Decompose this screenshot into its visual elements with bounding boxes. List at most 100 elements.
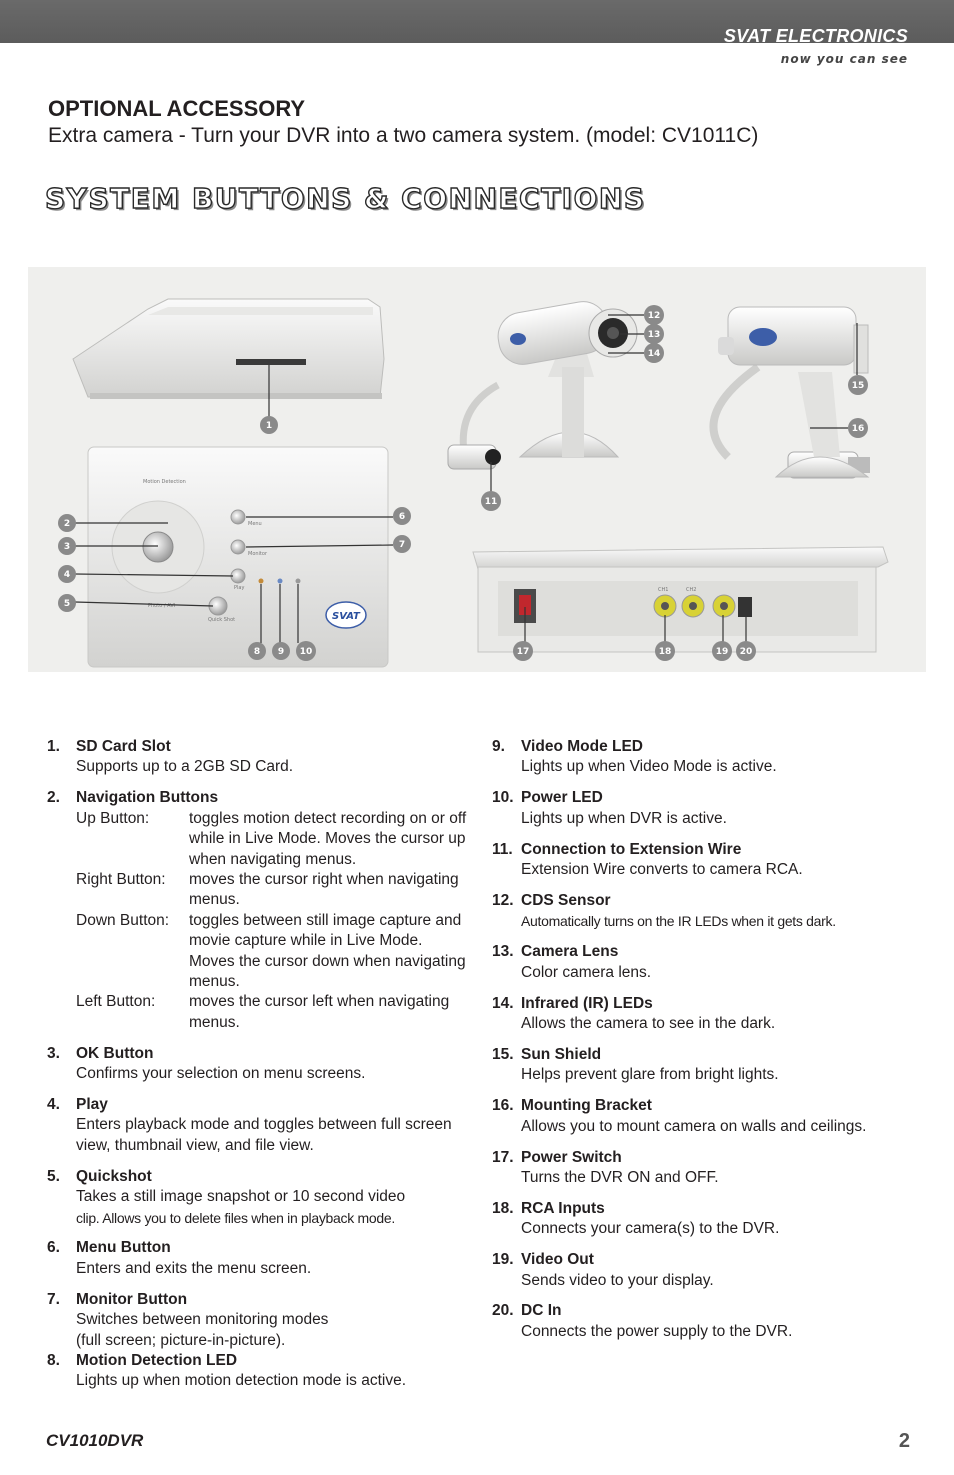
item-title: Menu Button — [76, 1239, 171, 1257]
callout-19: 19 — [716, 647, 729, 657]
item-number: 1. — [47, 738, 60, 755]
nav-row-key: Left Button: — [76, 993, 156, 1011]
callout-number-badges: 1 2 3 4 5 6 7 8 9 10 11 12 13 14 15 16 1… — [58, 305, 868, 661]
item-title: Monitor Button — [76, 1290, 188, 1308]
item-description: Extension Wire converts to camera RCA. — [521, 861, 803, 879]
item-title: RCA Inputs — [521, 1199, 605, 1217]
item-title: Infrared (IR) LEDs — [521, 994, 653, 1012]
item-title: OK Button — [76, 1044, 154, 1062]
legend-item: 2. Navigation Buttons Up Button: toggles… — [47, 788, 467, 1033]
item-number: 10. — [492, 789, 514, 807]
item-title: Motion Detection LED — [76, 1351, 238, 1369]
callout-1: 1 — [266, 421, 272, 431]
legend-item: 13. Camera Lens Color camera lens. — [492, 942, 922, 983]
legend-left-column: 1. SD Card Slot Supports up to a 2GB SD … — [47, 737, 467, 1402]
legend-item: 19. Video Out Sends video to your displa… — [492, 1250, 922, 1291]
item-description: Lights up when Video Mode is active. — [521, 758, 777, 776]
panel-label-monitor: Monitor — [248, 551, 268, 557]
panel-label-play: Play — [234, 585, 244, 591]
item-description: Connects your camera(s) to the DVR. — [521, 1220, 780, 1238]
legend-right-column: 9. Video Mode LED Lights up when Video M… — [492, 737, 922, 1353]
item-number: 11. — [492, 840, 513, 858]
item-title: Sun Shield — [521, 1045, 602, 1063]
item-description: Helps prevent glare from bright lights. — [521, 1066, 779, 1084]
svat-logo: SVAT — [332, 611, 361, 622]
item-number: 5. — [47, 1167, 60, 1185]
item-title: Video Mode LED — [521, 738, 644, 755]
panel-label-photo: Photo / AVI — [148, 603, 175, 609]
item-description: Lights up when DVR is active. — [521, 809, 727, 827]
item-description: Switches between monitoring modes — [76, 1311, 329, 1329]
item-title: Navigation Buttons — [76, 789, 219, 807]
legend-item: 5. Quickshot Takes a still image snapsho… — [47, 1167, 467, 1228]
item-title: Power LED — [521, 789, 603, 807]
callout-6: 6 — [399, 512, 405, 522]
item-description-continued: (full screen; picture-in-picture). — [76, 1331, 286, 1349]
section-title: SYSTEM BUTTONS & CONNECTIONS — [44, 181, 646, 215]
callout-13: 13 — [648, 330, 661, 340]
item-title: Play — [76, 1096, 108, 1113]
nav-row-down: Down Button: toggles between still image… — [76, 911, 467, 993]
item-description: Enters and exits the menu screen. — [76, 1259, 312, 1277]
callout-17: 17 — [517, 647, 530, 657]
callout-16: 16 — [852, 424, 865, 434]
camera-front-view — [447, 301, 638, 470]
accessory-description: Extra camera - Turn your DVR into a two … — [48, 124, 759, 147]
callout-15: 15 — [852, 381, 865, 391]
panel-label-menu: Menu — [248, 521, 262, 527]
callout-leader-lines — [74, 314, 858, 643]
nav-row-value: moves the cursor right when navigating m… — [189, 870, 459, 909]
legend-item: 20. DC In Connects the power supply to t… — [492, 1301, 922, 1342]
callout-12: 12 — [648, 311, 661, 321]
item-number: 17. — [492, 1148, 514, 1166]
item-number: 18. — [492, 1199, 514, 1217]
item-number: 4. — [47, 1096, 60, 1113]
item-number: 13. — [492, 943, 514, 961]
item-number: 2. — [47, 789, 60, 807]
item-number: 8. — [47, 1351, 60, 1369]
panel-label-quickshot: Quick Shot — [208, 617, 235, 623]
callout-14: 14 — [648, 349, 661, 359]
nav-row-key: Up Button: — [76, 809, 150, 827]
item-description: Connects the power supply to the DVR. — [521, 1322, 793, 1340]
item-title: Quickshot — [76, 1167, 152, 1185]
item-number: 12. — [492, 891, 514, 909]
callout-4: 4 — [64, 570, 70, 580]
item-title: SD Card Slot — [76, 738, 171, 755]
callout-18: 18 — [659, 647, 672, 657]
product-photo-figure: Motion Detection Photo / AVI Menu Monito… — [28, 267, 926, 672]
item-description: Lights up when motion detection mode is … — [76, 1372, 406, 1390]
nav-row-value: toggles motion detect recording on or of… — [189, 809, 467, 868]
item-number: 15. — [492, 1045, 514, 1063]
item-number: 6. — [47, 1239, 60, 1257]
callout-5: 5 — [64, 599, 70, 609]
item-number: 19. — [492, 1251, 514, 1269]
item-number: 20. — [492, 1302, 514, 1320]
legend-item: 12. CDS Sensor Automatically turns on th… — [492, 891, 922, 932]
item-description: Takes a still image snapshot or 10 secon… — [76, 1188, 406, 1206]
nav-row-left: Left Button: moves the cursor left when … — [76, 992, 467, 1033]
footer-model-number: CV1010DVR — [46, 1431, 144, 1450]
dvr-rear-view: CH1 CH2 — [472, 546, 889, 653]
item-title: Camera Lens — [521, 943, 619, 961]
item-title: CDS Sensor — [521, 891, 611, 909]
item-title: DC In — [521, 1302, 562, 1320]
legend-item: 10. Power LED Lights up when DVR is acti… — [492, 788, 922, 829]
item-title: Mounting Bracket — [521, 1097, 652, 1115]
item-title: Connection to Extension Wire — [521, 840, 742, 858]
camera-side-view — [709, 306, 870, 479]
legend-item: 9. Video Mode LED Lights up when Video M… — [492, 737, 922, 778]
callout-11: 11 — [485, 497, 498, 507]
nav-row-up: Up Button: toggles motion detect recordi… — [76, 809, 467, 870]
header-bar — [0, 0, 954, 43]
dvr-side-view — [72, 298, 385, 399]
item-title: Video Out — [521, 1251, 594, 1269]
item-number: 3. — [47, 1044, 60, 1062]
panel-label-motion: Motion Detection — [143, 479, 186, 485]
legend-item: 18. RCA Inputs Connects your camera(s) t… — [492, 1199, 922, 1240]
legend-item: 1. SD Card Slot Supports up to a 2GB SD … — [47, 737, 467, 778]
item-number: 16. — [492, 1097, 514, 1115]
legend-item: 7. Monitor Button Switches between monit… — [47, 1290, 467, 1351]
legend-item: 16. Mounting Bracket Allows you to mount… — [492, 1096, 922, 1137]
legend-item: 14. Infrared (IR) LEDs Allows the camera… — [492, 994, 922, 1035]
